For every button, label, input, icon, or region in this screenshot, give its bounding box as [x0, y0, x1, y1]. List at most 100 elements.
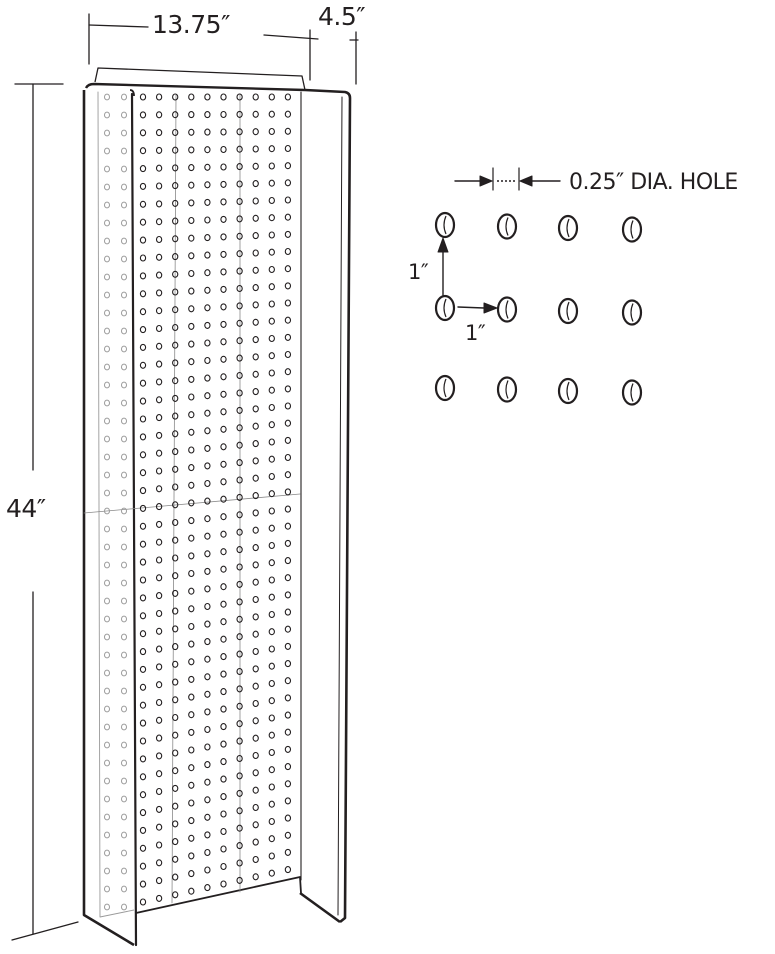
- peg-hole: [268, 576, 275, 584]
- side-peg-hole: [104, 273, 110, 281]
- detail-hole-shading: [443, 378, 447, 398]
- peg-hole: [172, 412, 179, 420]
- peg-hole: [268, 231, 275, 239]
- peg-hole: [139, 755, 147, 763]
- peg-hole: [188, 870, 195, 878]
- width-dim-line-right: [263, 34, 319, 40]
- side-peg-hole: [121, 489, 127, 497]
- side-peg-hole: [121, 669, 127, 677]
- peg-hole: [268, 472, 275, 481]
- peg-hole: [252, 422, 259, 430]
- peg-hole: [252, 803, 259, 812]
- peg-hole: [155, 752, 163, 760]
- peg-hole: [220, 408, 227, 416]
- peg-hole: [236, 424, 243, 432]
- peg-hole: [284, 488, 292, 496]
- peg-hole: [236, 824, 243, 832]
- peg-hole: [204, 567, 211, 575]
- peg-hole: [252, 301, 259, 309]
- peg-hole: [188, 146, 195, 154]
- peg-hole: [204, 409, 211, 417]
- peg-hole: [188, 93, 195, 101]
- peg-hole: [284, 453, 292, 462]
- side-peg-hole: [121, 291, 127, 299]
- peg-hole: [188, 111, 195, 119]
- peg-hole: [252, 699, 259, 708]
- side-peg-hole: [104, 489, 110, 497]
- peg-hole: [268, 127, 275, 136]
- peg-hole: [204, 813, 211, 821]
- peg-hole: [139, 683, 147, 691]
- peg-hole: [252, 786, 259, 794]
- peg-hole: [204, 128, 211, 136]
- peg-hole: [268, 300, 275, 308]
- peg-hole: [155, 805, 163, 813]
- peg-hole: [252, 474, 259, 482]
- peg-hole: [220, 110, 227, 119]
- peg-hole: [139, 433, 147, 441]
- peg-hole: [172, 430, 179, 438]
- side-peg-hole: [104, 309, 110, 317]
- side-peg-hole: [121, 543, 127, 551]
- peg-hole: [204, 497, 211, 505]
- peg-hole: [172, 625, 179, 633]
- peg-hole: [252, 353, 259, 361]
- peg-hole: [172, 554, 179, 562]
- peg-hole: [204, 479, 211, 488]
- peg-hole: [236, 145, 243, 153]
- side-peg-hole: [121, 219, 127, 227]
- peg-hole: [220, 338, 227, 346]
- peg-hole: [155, 93, 163, 101]
- peg-hole: [172, 696, 179, 704]
- peg-hole: [284, 247, 292, 256]
- peg-hole: [188, 711, 195, 719]
- peg-hole: [284, 694, 292, 702]
- peg-hole: [139, 236, 147, 244]
- peg-hole: [139, 379, 147, 387]
- peg-hole: [268, 386, 275, 394]
- peg-hole: [220, 513, 227, 521]
- peg-hole: [268, 766, 275, 774]
- peg-hole: [284, 574, 292, 582]
- detail-hole-shading: [505, 300, 509, 319]
- peg-hole: [268, 731, 275, 739]
- height-dimension-label: 44″: [6, 494, 46, 523]
- left-wing-outer: [82, 90, 135, 947]
- peg-hole: [236, 876, 243, 884]
- peg-hole: [236, 807, 243, 815]
- side-peg-hole: [104, 165, 110, 173]
- peg-hole: [252, 180, 259, 188]
- peg-hole: [188, 552, 195, 560]
- side-peg-hole: [121, 471, 127, 479]
- peg-hole: [220, 583, 227, 591]
- side-peg-hole: [121, 237, 127, 245]
- peg-hole: [268, 559, 275, 567]
- peg-hole: [236, 580, 243, 588]
- detail-hole-shading: [630, 220, 634, 239]
- peg-hole: [139, 326, 147, 334]
- side-peg-hole: [104, 741, 110, 749]
- peg-hole: [155, 538, 163, 546]
- peg-hole: [139, 469, 147, 477]
- peg-hole: [172, 536, 179, 544]
- height-extension-bottom: [11, 921, 79, 941]
- peg-hole: [268, 593, 275, 601]
- peg-hole: [236, 389, 243, 397]
- peg-hole: [188, 764, 195, 772]
- peg-hole: [172, 235, 179, 243]
- peg-hole: [204, 216, 211, 224]
- vertical-spacing-arrow-head: [437, 237, 449, 253]
- peg-hole: [204, 690, 211, 698]
- peg-hole: [172, 199, 179, 207]
- peg-hole: [268, 369, 275, 377]
- peg-hole: [236, 319, 243, 327]
- peg-hole: [139, 719, 147, 727]
- hole-diameter-label: 0.25″ DIA. HOLE: [569, 170, 738, 195]
- peg-hole: [220, 565, 227, 573]
- peg-hole: [268, 317, 275, 325]
- peg-hole: [268, 162, 275, 170]
- side-peg-hole: [121, 309, 127, 317]
- side-peg-hole: [121, 615, 127, 623]
- peg-hole: [252, 162, 259, 170]
- peg-hole: [284, 642, 292, 650]
